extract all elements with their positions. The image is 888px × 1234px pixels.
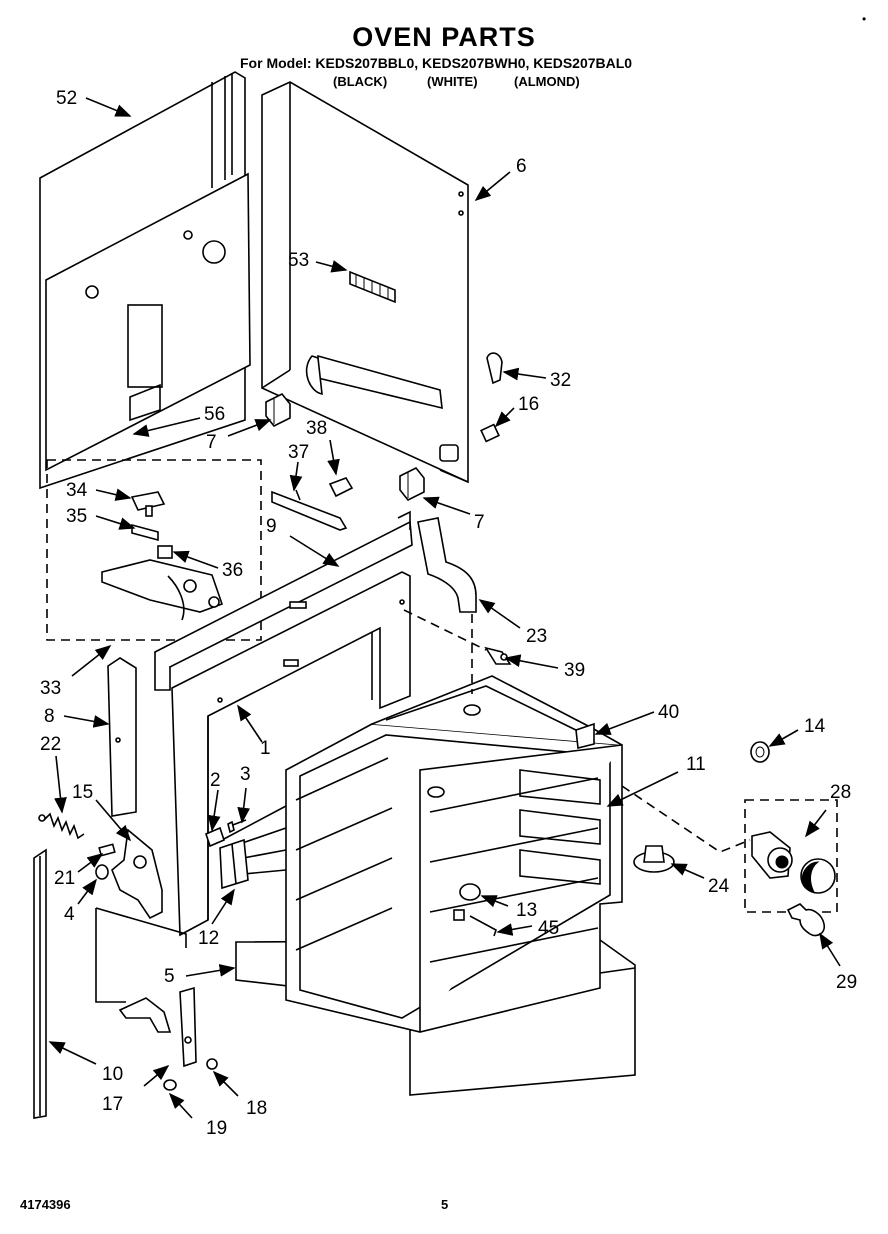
- callout-34: 34: [66, 480, 88, 501]
- callout-8: 8: [44, 706, 55, 727]
- leader-lines: [48, 97, 841, 1119]
- vent-tube-23-part: [417, 517, 477, 613]
- callout-24: 24: [708, 876, 730, 897]
- hinge-bracket-outline: [95, 908, 126, 1003]
- variant-white: (WHITE): [427, 74, 478, 89]
- callout-labels: 52 6 53 32 16 7 56 7 38 37 34 35 36 9 33…: [40, 88, 857, 1139]
- washer-14-part: [750, 741, 770, 763]
- callout-14: 14: [804, 716, 826, 737]
- screw-3-part: [227, 819, 247, 834]
- callout-3: 3: [240, 764, 251, 785]
- variant-almond: (ALMOND): [514, 74, 580, 89]
- hinge-arm-17-part: [118, 986, 197, 1068]
- callout-37: 37: [288, 442, 309, 463]
- callout-39: 39: [564, 660, 585, 681]
- light-socket-group: [744, 799, 838, 913]
- callout-6: 6: [516, 156, 527, 177]
- callout-38: 38: [306, 418, 327, 439]
- clip-39-part: [484, 646, 512, 665]
- page-number: 5: [441, 1197, 449, 1212]
- callout-33: 33: [40, 678, 61, 699]
- plate-35-part: [131, 523, 159, 542]
- callout-17: 17: [102, 1094, 123, 1115]
- door-latch-part: [101, 559, 224, 621]
- bracket-32-part: [486, 352, 503, 385]
- callout-35: 35: [66, 506, 87, 527]
- spacer-21-part: [98, 843, 116, 857]
- clip-16-part: [480, 423, 500, 443]
- callout-21: 21: [54, 868, 75, 889]
- switch-34-part: [130, 491, 166, 517]
- callout-16: 16: [518, 394, 539, 415]
- callout-52: 52: [56, 88, 77, 109]
- terminal-block-part: [349, 270, 396, 304]
- callout-22: 22: [40, 734, 61, 755]
- hinge-15-part: [111, 828, 163, 920]
- diagram-title: OVEN PARTS: [352, 22, 536, 52]
- callout-7-upper: 7: [206, 432, 217, 453]
- callout-32: 32: [550, 370, 571, 391]
- corner-mark: •: [862, 12, 867, 26]
- callout-19: 19: [206, 1118, 227, 1139]
- callout-7-lower: 7: [474, 512, 485, 533]
- callout-1: 1: [260, 738, 271, 759]
- heat-shield-8-part: [107, 657, 137, 817]
- screw-18-part: [206, 1058, 218, 1070]
- callout-40: 40: [658, 702, 679, 723]
- light-socket-28-part: [751, 831, 836, 894]
- light-lens-24-part: [633, 845, 675, 873]
- knob-38-part: [328, 477, 354, 498]
- callout-12: 12: [198, 928, 219, 949]
- callout-13: 13: [516, 900, 537, 921]
- callout-56: 56: [204, 404, 225, 425]
- callout-53: 53: [288, 250, 309, 271]
- sensor-45-part: [453, 909, 497, 937]
- variant-black: (BLACK): [333, 74, 388, 89]
- callout-18: 18: [246, 1098, 267, 1119]
- hinge-receptacle-12-part: [219, 838, 249, 890]
- light-bulb-29-part: [786, 903, 826, 937]
- callout-28: 28: [830, 782, 851, 803]
- callout-29: 29: [836, 972, 857, 993]
- insulator-7-upper-part: [265, 392, 291, 428]
- plug-13-part: [459, 883, 481, 901]
- rear-panel-part: [39, 71, 251, 490]
- spacer-36-part: [157, 545, 173, 559]
- callout-4: 4: [64, 904, 75, 925]
- gasket-clip-40-part: [575, 722, 595, 749]
- callout-5: 5: [164, 966, 175, 987]
- oven-cavity-part: [221, 675, 636, 1096]
- callout-2: 2: [210, 770, 221, 791]
- callout-23: 23: [526, 626, 547, 647]
- callout-11: 11: [686, 754, 706, 775]
- callout-10: 10: [102, 1064, 123, 1085]
- callout-36: 36: [222, 560, 243, 581]
- callout-9: 9: [266, 516, 277, 537]
- spring-22-part: [38, 812, 85, 840]
- latch-rod-37-part: [271, 489, 348, 531]
- model-line: For Model: KEDS207BBL0, KEDS207BWH0, KED…: [240, 55, 633, 71]
- front-frame-part: [171, 571, 411, 937]
- latch-assembly-group: [46, 459, 262, 641]
- door-trim-10-part: [33, 848, 47, 1119]
- callout-45: 45: [538, 918, 559, 939]
- bushing-4-part: [95, 864, 109, 880]
- callout-15: 15: [72, 782, 93, 803]
- document-number: 4174396: [20, 1197, 71, 1212]
- insulator-7-lower-part: [399, 466, 425, 502]
- clip-19-part: [163, 1079, 177, 1091]
